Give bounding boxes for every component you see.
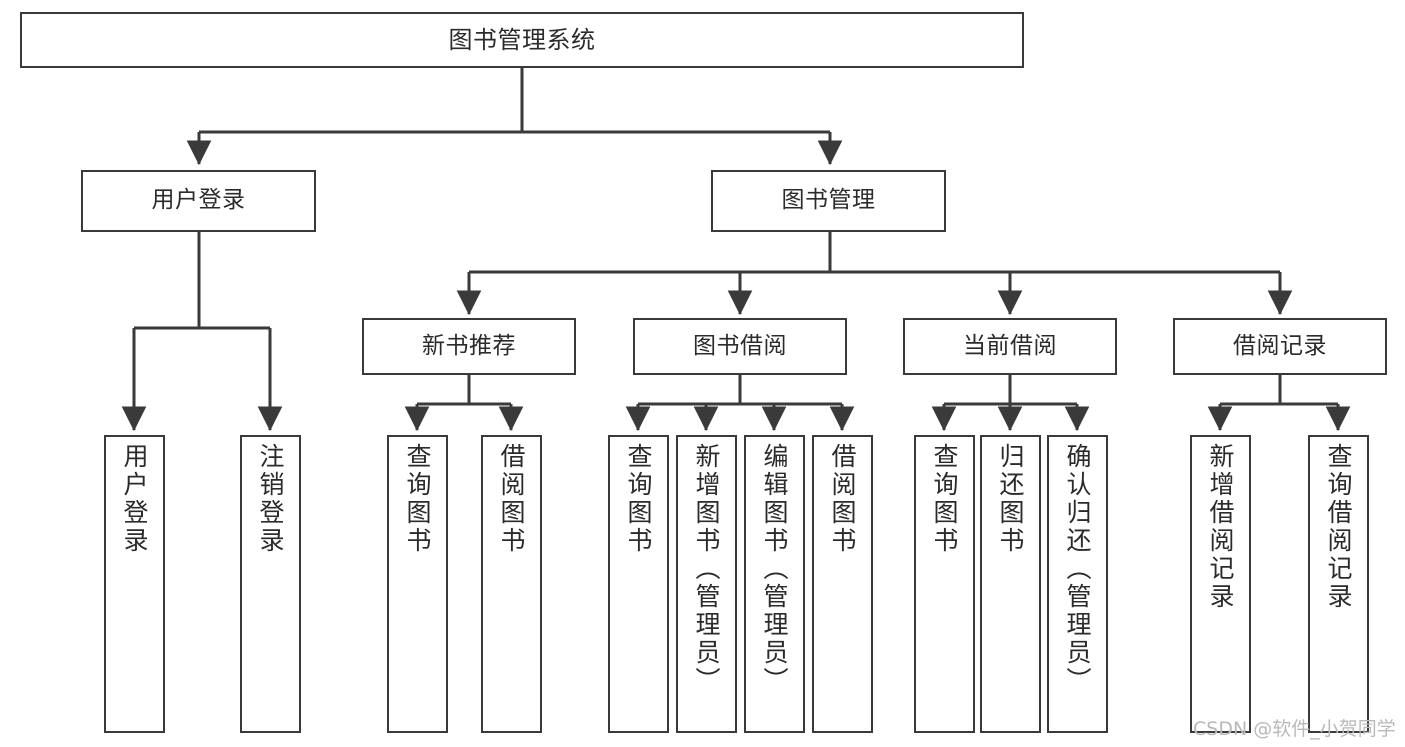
leaf-query-book-current[interactable]: 查询图书 bbox=[914, 435, 975, 733]
node-new-book-recommendation[interactable]: 新书推荐 bbox=[362, 318, 576, 375]
leaf-query-book-recommendation[interactable]: 查询图书 bbox=[387, 435, 448, 733]
node-current-borrowing[interactable]: 当前借阅 bbox=[903, 318, 1117, 375]
node-label: 注销登录 bbox=[256, 443, 285, 555]
leaf-query-book-borrowing[interactable]: 查询图书 bbox=[608, 435, 669, 733]
node-label: 借阅图书 bbox=[497, 443, 526, 555]
node-root-book-management-system[interactable]: 图书管理系统 bbox=[20, 12, 1024, 68]
leaf-edit-book-admin[interactable]: 编辑图书（管理员） bbox=[744, 435, 805, 733]
node-label: 查询图书 bbox=[624, 443, 653, 555]
node-label: 借阅图书 bbox=[828, 443, 857, 555]
leaf-confirm-return-admin[interactable]: 确认归还（管理员） bbox=[1047, 435, 1108, 733]
node-label: 用户登录 bbox=[120, 443, 149, 555]
node-label: 查询图书 bbox=[403, 443, 432, 555]
node-label: 图书管理系统 bbox=[448, 25, 596, 54]
node-label: 确认归还（管理员） bbox=[1063, 443, 1092, 695]
leaf-user-login[interactable]: 用户登录 bbox=[104, 435, 165, 733]
node-label: 新书推荐 bbox=[422, 332, 516, 359]
node-label: 查询图书 bbox=[930, 443, 959, 555]
node-label: 用户登录 bbox=[151, 187, 246, 214]
leaf-user-logout[interactable]: 注销登录 bbox=[240, 435, 301, 733]
leaf-borrow-book-borrowing[interactable]: 借阅图书 bbox=[812, 435, 873, 733]
leaf-return-book[interactable]: 归还图书 bbox=[980, 435, 1041, 733]
leaf-borrow-book-recommendation[interactable]: 借阅图书 bbox=[481, 435, 542, 733]
leaf-add-borrowing-record[interactable]: 新增借阅记录 bbox=[1190, 435, 1251, 733]
node-label: 查询借阅记录 bbox=[1324, 443, 1353, 611]
node-label: 图书借阅 bbox=[693, 332, 787, 359]
node-book-borrowing[interactable]: 图书借阅 bbox=[633, 318, 847, 375]
leaf-query-borrowing-record[interactable]: 查询借阅记录 bbox=[1308, 435, 1369, 733]
node-label: 新增图书（管理员） bbox=[692, 443, 721, 695]
node-label: 归还图书 bbox=[996, 443, 1025, 555]
csdn-watermark: CSDN @软件_小贺同学 bbox=[1193, 718, 1396, 740]
node-label: 借阅记录 bbox=[1233, 332, 1327, 359]
node-label: 新增借阅记录 bbox=[1206, 443, 1235, 611]
node-label: 当前借阅 bbox=[963, 332, 1057, 359]
node-label: 编辑图书（管理员） bbox=[760, 443, 789, 695]
leaf-add-book-admin[interactable]: 新增图书（管理员） bbox=[676, 435, 737, 733]
node-book-management[interactable]: 图书管理 bbox=[711, 170, 946, 232]
node-borrowing-record[interactable]: 借阅记录 bbox=[1173, 318, 1387, 375]
node-user-login[interactable]: 用户登录 bbox=[81, 170, 316, 232]
node-label: 图书管理 bbox=[781, 187, 876, 214]
